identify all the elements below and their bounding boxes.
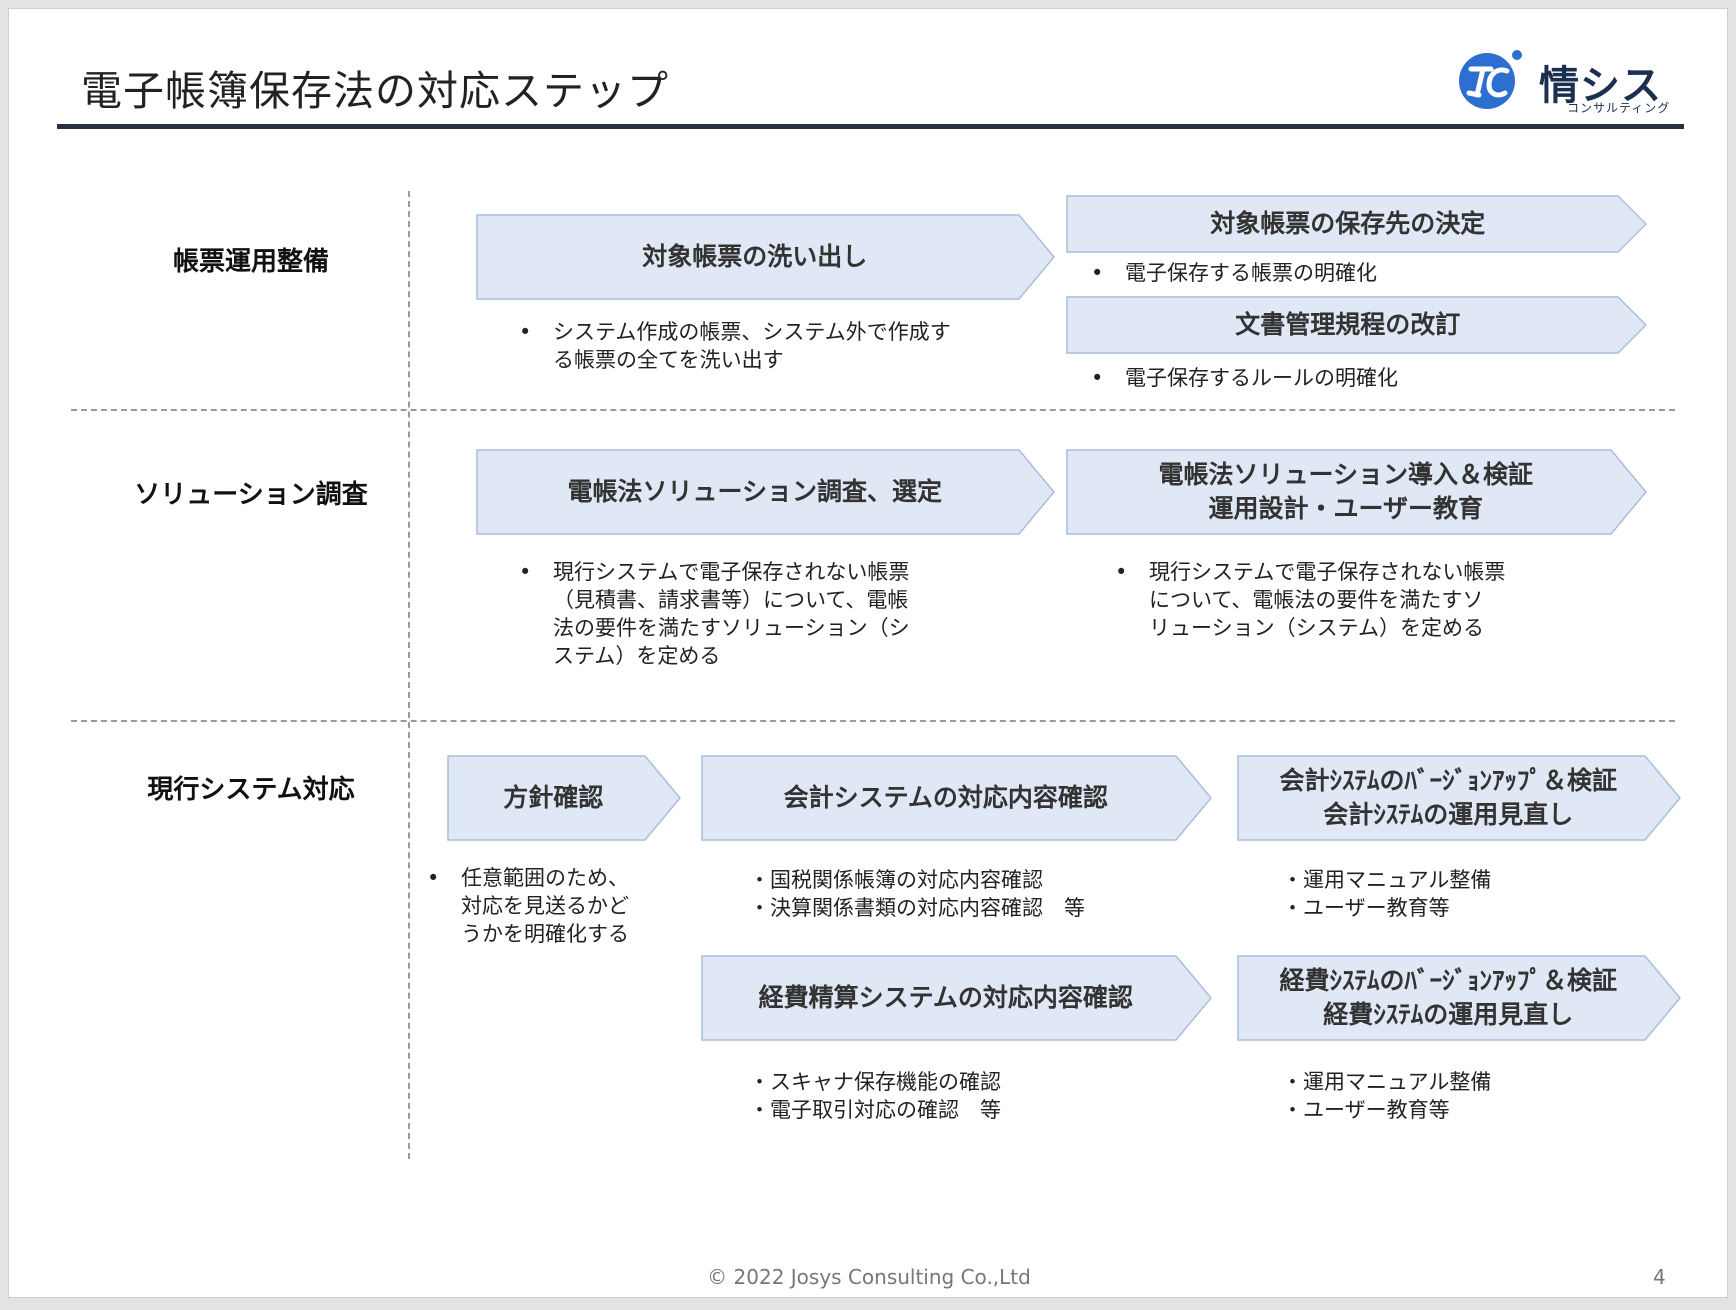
note-line: （見積書、請求書等）について、電帳 bbox=[553, 588, 909, 612]
step-title-line: 文書管理規程の改訂 bbox=[1235, 310, 1461, 339]
step-title: 経費ｼｽﾃﾑのﾊﾞｰｼﾞｮﾝｱｯﾌﾟ＆検証経費ｼｽﾃﾑの運用見直し bbox=[1237, 955, 1659, 1041]
step-notes-solution-research: 現行システムで電子保存されない帳票（見積書、請求書等）について、電帳法の要件を満… bbox=[519, 558, 989, 670]
step-title-line: 電帳法ソリューション調査、選定 bbox=[567, 477, 942, 506]
step-notes-expense-upgrade: ・運用マニュアル整備・ユーザー教育等 bbox=[1282, 1068, 1662, 1124]
step-arrow-solution-research: 電帳法ソリューション調査、選定 bbox=[476, 449, 1055, 535]
step-notes-accounting-upgrade: ・運用マニュアル整備・ユーザー教育等 bbox=[1282, 866, 1662, 922]
step-arrow-accounting-check: 会計システムの対応内容確認 bbox=[701, 755, 1212, 841]
chevron-arrow-shape bbox=[1237, 755, 1681, 841]
chevron-arrow-shape bbox=[476, 449, 1055, 535]
note-line: リューション（システム）を定める bbox=[1149, 616, 1484, 640]
note-line: 現行システムで電子保存されない帳票 bbox=[519, 558, 989, 586]
step-title-line: 経費ｼｽﾃﾑのﾊﾞｰｼﾞｮﾝｱｯﾌﾟ＆検証 bbox=[1279, 966, 1617, 995]
row-label-forms: 帳票運用整備 bbox=[172, 247, 329, 277]
step-notes-storage-decision: 電子保存する帳票の明確化 bbox=[1091, 259, 1611, 287]
step-title-line: 方針確認 bbox=[503, 783, 604, 812]
step-title-line: 会計ｼｽﾃﾑのﾊﾞｰｼﾞｮﾝｱｯﾌﾟ＆検証 bbox=[1279, 766, 1617, 795]
step-title: 会計ｼｽﾃﾑのﾊﾞｰｼﾞｮﾝｱｯﾌﾟ＆検証会計ｼｽﾃﾑの運用見直し bbox=[1237, 755, 1659, 841]
page-number: 4 bbox=[1653, 1265, 1666, 1289]
note-line: ・ユーザー教育等 bbox=[1282, 896, 1450, 920]
note-line: ・国税関係帳簿の対応内容確認 bbox=[749, 868, 1043, 892]
step-notes-accounting-check: ・国税関係帳簿の対応内容確認・決算関係書類の対応内容確認 等 bbox=[749, 866, 1209, 922]
note-line: ・決算関係書類の対応内容確認 等 bbox=[749, 896, 1085, 920]
chevron-arrow-shape bbox=[1066, 195, 1647, 253]
step-notes-document-rules: 電子保存するルールの明確化 bbox=[1091, 364, 1611, 392]
step-arrow-storage-decision: 対象帳票の保存先の決定 bbox=[1066, 195, 1647, 253]
row-label-solution: ソリューション調査 bbox=[134, 480, 368, 510]
note-line: 法の要件を満たすソリューション（シ bbox=[553, 616, 910, 640]
slide: 電子帳簿保存法の対応ステップ 情シス コンサルティング 帳票運用整備 ソリューシ… bbox=[8, 8, 1728, 1298]
chevron-arrow-shape bbox=[447, 755, 681, 841]
step-title-line: 電帳法ソリューション導入＆検証 bbox=[1158, 460, 1533, 489]
step-arrow-identify-forms: 対象帳票の洗い出し bbox=[476, 214, 1055, 300]
footer-copyright: © 2022 Josys Consulting Co.,Ltd bbox=[707, 1265, 1031, 1289]
step-title-line: 対象帳票の保存先の決定 bbox=[1210, 209, 1486, 238]
chevron-arrow-shape bbox=[1066, 296, 1647, 354]
step-title: 電帳法ソリューション調査、選定 bbox=[476, 449, 1033, 535]
step-arrow-policy-check: 方針確認 bbox=[447, 755, 681, 841]
note-line: 対応を見送るかど bbox=[461, 894, 629, 918]
step-notes-solution-rollout: 現行システムで電子保存されない帳票について、電帳法の要件を満たすソリューション（… bbox=[1115, 558, 1575, 642]
column-divider bbox=[408, 191, 410, 1159]
step-title: 方針確認 bbox=[447, 755, 659, 841]
step-title-line: 会計システムの対応内容確認 bbox=[783, 783, 1108, 812]
company-logo: 情シス コンサルティング bbox=[1457, 47, 1697, 117]
note-line: うかを明確化する bbox=[461, 922, 629, 946]
step-arrow-solution-rollout: 電帳法ソリューション導入＆検証運用設計・ユーザー教育 bbox=[1066, 449, 1647, 535]
logo-subtitle: コンサルティング bbox=[1567, 101, 1671, 115]
step-title: 対象帳票の洗い出し bbox=[476, 214, 1033, 300]
note-line: ・電子取引対応の確認 等 bbox=[749, 1098, 1001, 1122]
chevron-arrow-shape bbox=[701, 755, 1212, 841]
row-label-current-system: 現行システム対応 bbox=[147, 775, 355, 805]
step-title-line: 対象帳票の洗い出し bbox=[642, 242, 868, 271]
note-line: 電子保存するルールの明確化 bbox=[1091, 364, 1611, 392]
chevron-arrow-shape bbox=[1237, 955, 1681, 1041]
note-line: について、電帳法の要件を満たすソ bbox=[1149, 588, 1484, 612]
note-line: ・スキャナ保存機能の確認 bbox=[749, 1070, 1001, 1094]
jc-logo-icon bbox=[1459, 50, 1522, 109]
row-divider-1 bbox=[71, 409, 1675, 411]
chevron-arrow-shape bbox=[1066, 449, 1647, 535]
logo-name: 情シス bbox=[1539, 63, 1662, 109]
note-line: 現行システムで電子保存されない帳票 bbox=[1115, 558, 1575, 586]
step-title: 文書管理規程の改訂 bbox=[1066, 296, 1630, 354]
note-line: ・ユーザー教育等 bbox=[1282, 1098, 1450, 1122]
note-line: ステム）を定める bbox=[553, 644, 721, 668]
step-title: 対象帳票の保存先の決定 bbox=[1066, 195, 1630, 253]
page-title: 電子帳簿保存法の対応ステップ bbox=[81, 67, 669, 115]
step-arrow-expense-check: 経費精算システムの対応内容確認 bbox=[701, 955, 1212, 1041]
step-title-line: 経費ｼｽﾃﾑの運用見直し bbox=[1323, 1000, 1574, 1029]
step-arrow-expense-upgrade: 経費ｼｽﾃﾑのﾊﾞｰｼﾞｮﾝｱｯﾌﾟ＆検証経費ｼｽﾃﾑの運用見直し bbox=[1237, 955, 1681, 1041]
step-arrow-accounting-upgrade: 会計ｼｽﾃﾑのﾊﾞｰｼﾞｮﾝｱｯﾌﾟ＆検証会計ｼｽﾃﾑの運用見直し bbox=[1237, 755, 1681, 841]
note-line: ・運用マニュアル整備 bbox=[1282, 1070, 1492, 1094]
step-notes-expense-check: ・スキャナ保存機能の確認・電子取引対応の確認 等 bbox=[749, 1068, 1209, 1124]
title-rule bbox=[57, 124, 1684, 129]
note-line: 電子保存する帳票の明確化 bbox=[1091, 259, 1611, 287]
note-line: 任意範囲のため、 bbox=[427, 864, 677, 892]
step-title: 電帳法ソリューション導入＆検証運用設計・ユーザー教育 bbox=[1066, 449, 1625, 535]
row-divider-2 bbox=[71, 720, 1675, 722]
step-title-line: 会計ｼｽﾃﾑの運用見直し bbox=[1323, 800, 1574, 829]
step-title-line: 運用設計・ユーザー教育 bbox=[1208, 494, 1483, 523]
chevron-arrow-shape bbox=[701, 955, 1212, 1041]
chevron-arrow-shape bbox=[476, 214, 1055, 300]
step-title: 会計システムの対応内容確認 bbox=[701, 755, 1190, 841]
note-line: ・運用マニュアル整備 bbox=[1282, 868, 1492, 892]
note-line: る帳票の全てを洗い出す bbox=[553, 348, 784, 372]
note-line: システム作成の帳票、システム外で作成す bbox=[519, 318, 1039, 346]
step-title: 経費精算システムの対応内容確認 bbox=[701, 955, 1190, 1041]
step-arrow-document-rules: 文書管理規程の改訂 bbox=[1066, 296, 1647, 354]
step-title-line: 経費精算システムの対応内容確認 bbox=[758, 983, 1133, 1012]
